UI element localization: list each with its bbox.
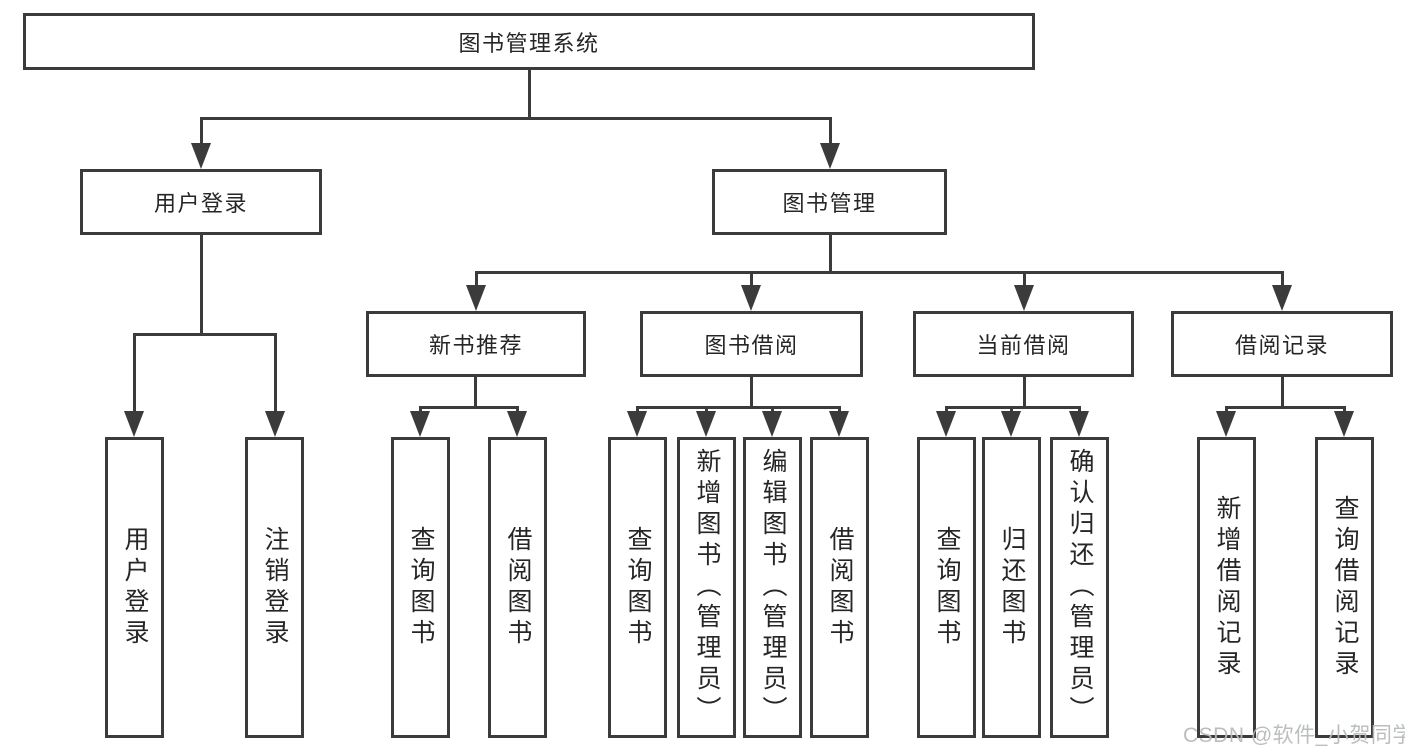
connector-current-borrow-rail — [945, 406, 1081, 409]
connector-drop — [1078, 406, 1081, 414]
node-leaf-borrow-query-books: 查询图书 — [608, 437, 667, 738]
connector-drop-current-borrow — [1023, 271, 1026, 288]
leaf-label: 归还图书 — [998, 525, 1026, 650]
connector-book-borrow-stem — [750, 377, 753, 409]
node-current-borrow: 当前借阅 — [913, 311, 1134, 377]
node-leaf-records-query-record: 查询借阅记录 — [1315, 437, 1374, 738]
node-leaf-records-add-record: 新增借阅记录 — [1197, 437, 1256, 738]
connector-borrow-records-rail — [1225, 406, 1346, 409]
node-user-login-label: 用户登录 — [153, 191, 248, 216]
node-book-borrow: 图书借阅 — [640, 311, 863, 377]
node-leaf-user-login: 用户登录 — [105, 437, 164, 738]
connector-book-borrow-rail — [636, 406, 841, 409]
connector-drop — [705, 406, 708, 414]
connector-borrow-records-stem — [1281, 377, 1284, 409]
arrow-down-icon — [762, 411, 782, 437]
connector-drop-new-book-rec — [475, 271, 478, 288]
connector-root-stem — [528, 70, 531, 120]
connector-current-borrow-stem — [1023, 377, 1026, 409]
connector-book-mgmt-stem — [829, 235, 832, 274]
node-book-mgmt-label: 图书管理 — [782, 191, 877, 216]
node-leaf-rec-query-books: 查询图书 — [391, 437, 450, 738]
leaf-label: 查询借阅记录 — [1331, 494, 1359, 681]
leaf-label: 新增借阅记录 — [1213, 494, 1241, 681]
connector-drop-login — [133, 333, 136, 413]
node-new-book-rec-label: 新书推荐 — [428, 333, 523, 358]
arrow-down-icon — [466, 285, 486, 311]
arrow-down-icon — [627, 411, 647, 437]
connector-drop — [636, 406, 639, 414]
leaf-label: 用户登录 — [121, 525, 149, 650]
connector-drop-book-mgmt — [829, 117, 832, 146]
node-leaf-borrow-edit-books: 编辑图书（管理员） — [743, 437, 802, 738]
arrow-down-icon — [1334, 411, 1354, 437]
arrow-down-icon — [829, 411, 849, 437]
arrow-down-icon — [696, 411, 716, 437]
node-leaf-rec-borrow-books: 借阅图书 — [488, 437, 547, 738]
leaf-label: 新增图书（管理员） — [693, 448, 721, 727]
connector-drop — [1010, 406, 1013, 414]
connector-level3-rail — [475, 271, 1283, 274]
connector-drop — [945, 406, 948, 414]
node-book-mgmt: 图书管理 — [712, 169, 947, 235]
connector-drop — [419, 406, 422, 414]
connector-user-login-rail — [133, 333, 277, 336]
connector-drop-logout — [274, 333, 277, 413]
arrow-down-icon — [1014, 285, 1034, 311]
connector-user-login-stem — [200, 235, 203, 336]
arrow-down-icon — [191, 143, 211, 169]
leaf-label: 查询图书 — [407, 525, 435, 650]
node-user-login: 用户登录 — [80, 169, 322, 235]
leaf-label: 注销登录 — [261, 525, 289, 650]
connector-drop — [1343, 406, 1346, 414]
node-root-label: 图书管理系统 — [458, 30, 600, 56]
node-leaf-current-query-books: 查询图书 — [917, 437, 976, 738]
arrow-down-icon — [1272, 285, 1292, 311]
leaf-label: 借阅图书 — [826, 525, 854, 650]
connector-drop-book-borrow — [750, 271, 753, 288]
arrow-down-icon — [265, 411, 285, 437]
arrow-down-icon — [1001, 411, 1021, 437]
node-borrow-records-label: 借阅记录 — [1234, 333, 1329, 358]
leaf-label: 借阅图书 — [504, 525, 532, 650]
connector-drop-user-login — [200, 117, 203, 146]
leaf-label: 编辑图书（管理员） — [759, 448, 787, 727]
connector-drop — [838, 406, 841, 414]
node-root: 图书管理系统 — [23, 13, 1035, 70]
leaf-label: 查询图书 — [933, 525, 961, 650]
csdn-watermark: CSDN @软件_小贺同学 — [1183, 724, 1405, 747]
connector-new-book-rec-stem — [474, 377, 477, 409]
arrow-down-icon — [820, 143, 840, 169]
node-new-book-rec: 新书推荐 — [366, 311, 586, 377]
connector-drop-borrow-records — [1281, 271, 1284, 288]
node-leaf-current-confirm-return: 确认归还（管理员） — [1050, 437, 1109, 738]
arrow-down-icon — [410, 411, 430, 437]
node-leaf-borrow-borrow-books: 借阅图书 — [810, 437, 869, 738]
arrow-down-icon — [1216, 411, 1236, 437]
arrow-down-icon — [507, 411, 527, 437]
arrow-down-icon — [1069, 411, 1089, 437]
arrow-down-icon — [741, 285, 761, 311]
node-current-borrow-label: 当前借阅 — [976, 333, 1071, 358]
node-borrow-records: 借阅记录 — [1171, 311, 1393, 377]
leaf-label: 查询图书 — [624, 525, 652, 650]
arrow-down-icon — [936, 411, 956, 437]
connector-drop — [516, 406, 519, 414]
node-leaf-logout: 注销登录 — [245, 437, 304, 738]
connector-drop — [771, 406, 774, 414]
leaf-label: 确认归还（管理员） — [1066, 448, 1094, 727]
connector-level2-rail — [200, 117, 832, 120]
arrow-down-icon — [124, 411, 144, 437]
connector-new-book-rec-rail — [419, 406, 519, 409]
node-leaf-current-return-books: 归还图书 — [982, 437, 1041, 738]
node-leaf-borrow-add-books: 新增图书（管理员） — [677, 437, 736, 738]
node-book-borrow-label: 图书借阅 — [704, 333, 799, 358]
connector-drop — [1225, 406, 1228, 414]
